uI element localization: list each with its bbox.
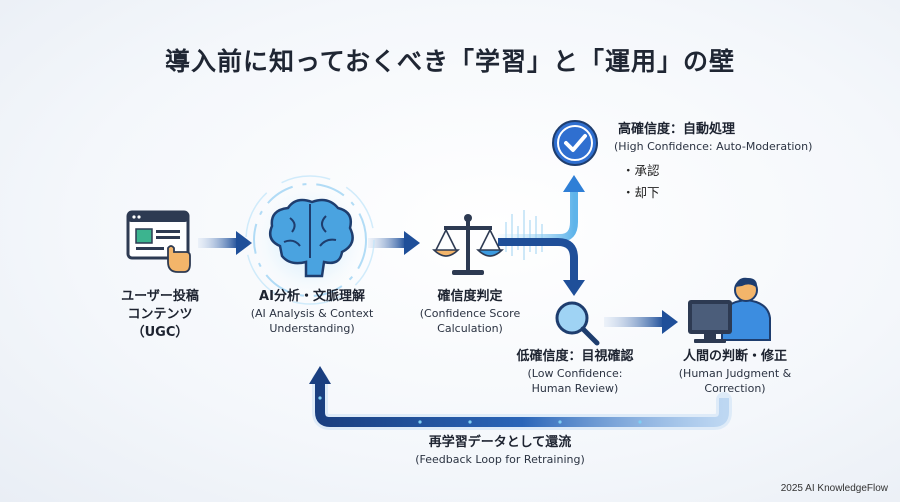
ai-analysis-subtitle-line2: Understanding) — [269, 322, 355, 335]
scale-icon — [432, 214, 504, 275]
checkmark-icon — [552, 120, 598, 166]
arrow-low-to-human — [604, 310, 678, 334]
feedback-loop-subtitle: (Feedback Loop for Retraining) — [415, 453, 585, 466]
ai-analysis-title: AI分析・文脈理解 — [259, 289, 365, 304]
person-computer-icon — [688, 277, 771, 343]
low-confidence-title: 低確信度：目視確認 — [516, 349, 634, 364]
arrow-ai-to-score — [368, 231, 420, 255]
footer-credit: 2025 AI KnowledgeFlow — [780, 483, 888, 494]
human-judgment-subtitle-line2: Correction) — [704, 382, 766, 395]
brain-icon — [245, 175, 375, 305]
feedback-loop-arrow — [309, 366, 732, 430]
ugc-title-line3: （UGC） — [131, 325, 189, 340]
magnifier-icon — [555, 301, 600, 346]
bullet-reject: 却下 — [622, 182, 858, 204]
human-judgment-title: 人間の判断・修正 — [682, 349, 787, 364]
low-confidence-subtitle-line2: Human Review) — [531, 382, 619, 395]
human-judgment-label: 人間の判断・修正 (Human Judgment & Correction) — [660, 348, 810, 396]
ugc-label: ユーザー投稿 コンテンツ （UGC） — [100, 288, 220, 342]
bullet-approve: 承認 — [622, 160, 858, 182]
browser-click-icon — [126, 210, 191, 273]
high-confidence-subtitle: (High Confidence: Auto-Moderation) — [614, 140, 813, 153]
arrow-ugc-to-ai — [198, 231, 252, 255]
arrow-split — [498, 175, 585, 296]
confidence-score-subtitle-line1: (Confidence Score — [419, 307, 521, 320]
low-confidence-label: 低確信度：目視確認 (Low Confidence: Human Review) — [500, 348, 650, 396]
ai-analysis-label: AI分析・文脈理解 (AI Analysis & Context Underst… — [232, 288, 392, 336]
confidence-score-subtitle-line2: Calculation) — [437, 322, 503, 335]
feedback-loop-label: 再学習データとして還流 (Feedback Loop for Retrainin… — [380, 434, 620, 467]
ugc-title-line2: コンテンツ — [127, 307, 193, 322]
ugc-title-line1: ユーザー投稿 — [121, 289, 199, 304]
confidence-score-title: 確信度判定 — [437, 289, 503, 304]
ai-analysis-subtitle-line1: (AI Analysis & Context — [250, 307, 374, 320]
page-title: 導入前に知っておくべき「学習」と「運用」の壁 — [164, 47, 735, 76]
high-confidence-label: 高確信度：自動処理 (High Confidence: Auto-Moderat… — [614, 121, 858, 204]
confidence-score-label: 確信度判定 (Confidence Score Calculation) — [400, 288, 540, 336]
human-judgment-subtitle-line1: (Human Judgment & — [678, 367, 792, 380]
feedback-loop-title: 再学習データとして還流 — [428, 435, 572, 450]
low-confidence-subtitle-line1: (Low Confidence: — [527, 367, 623, 380]
high-confidence-title: 高確信度：自動処理 — [618, 122, 736, 137]
